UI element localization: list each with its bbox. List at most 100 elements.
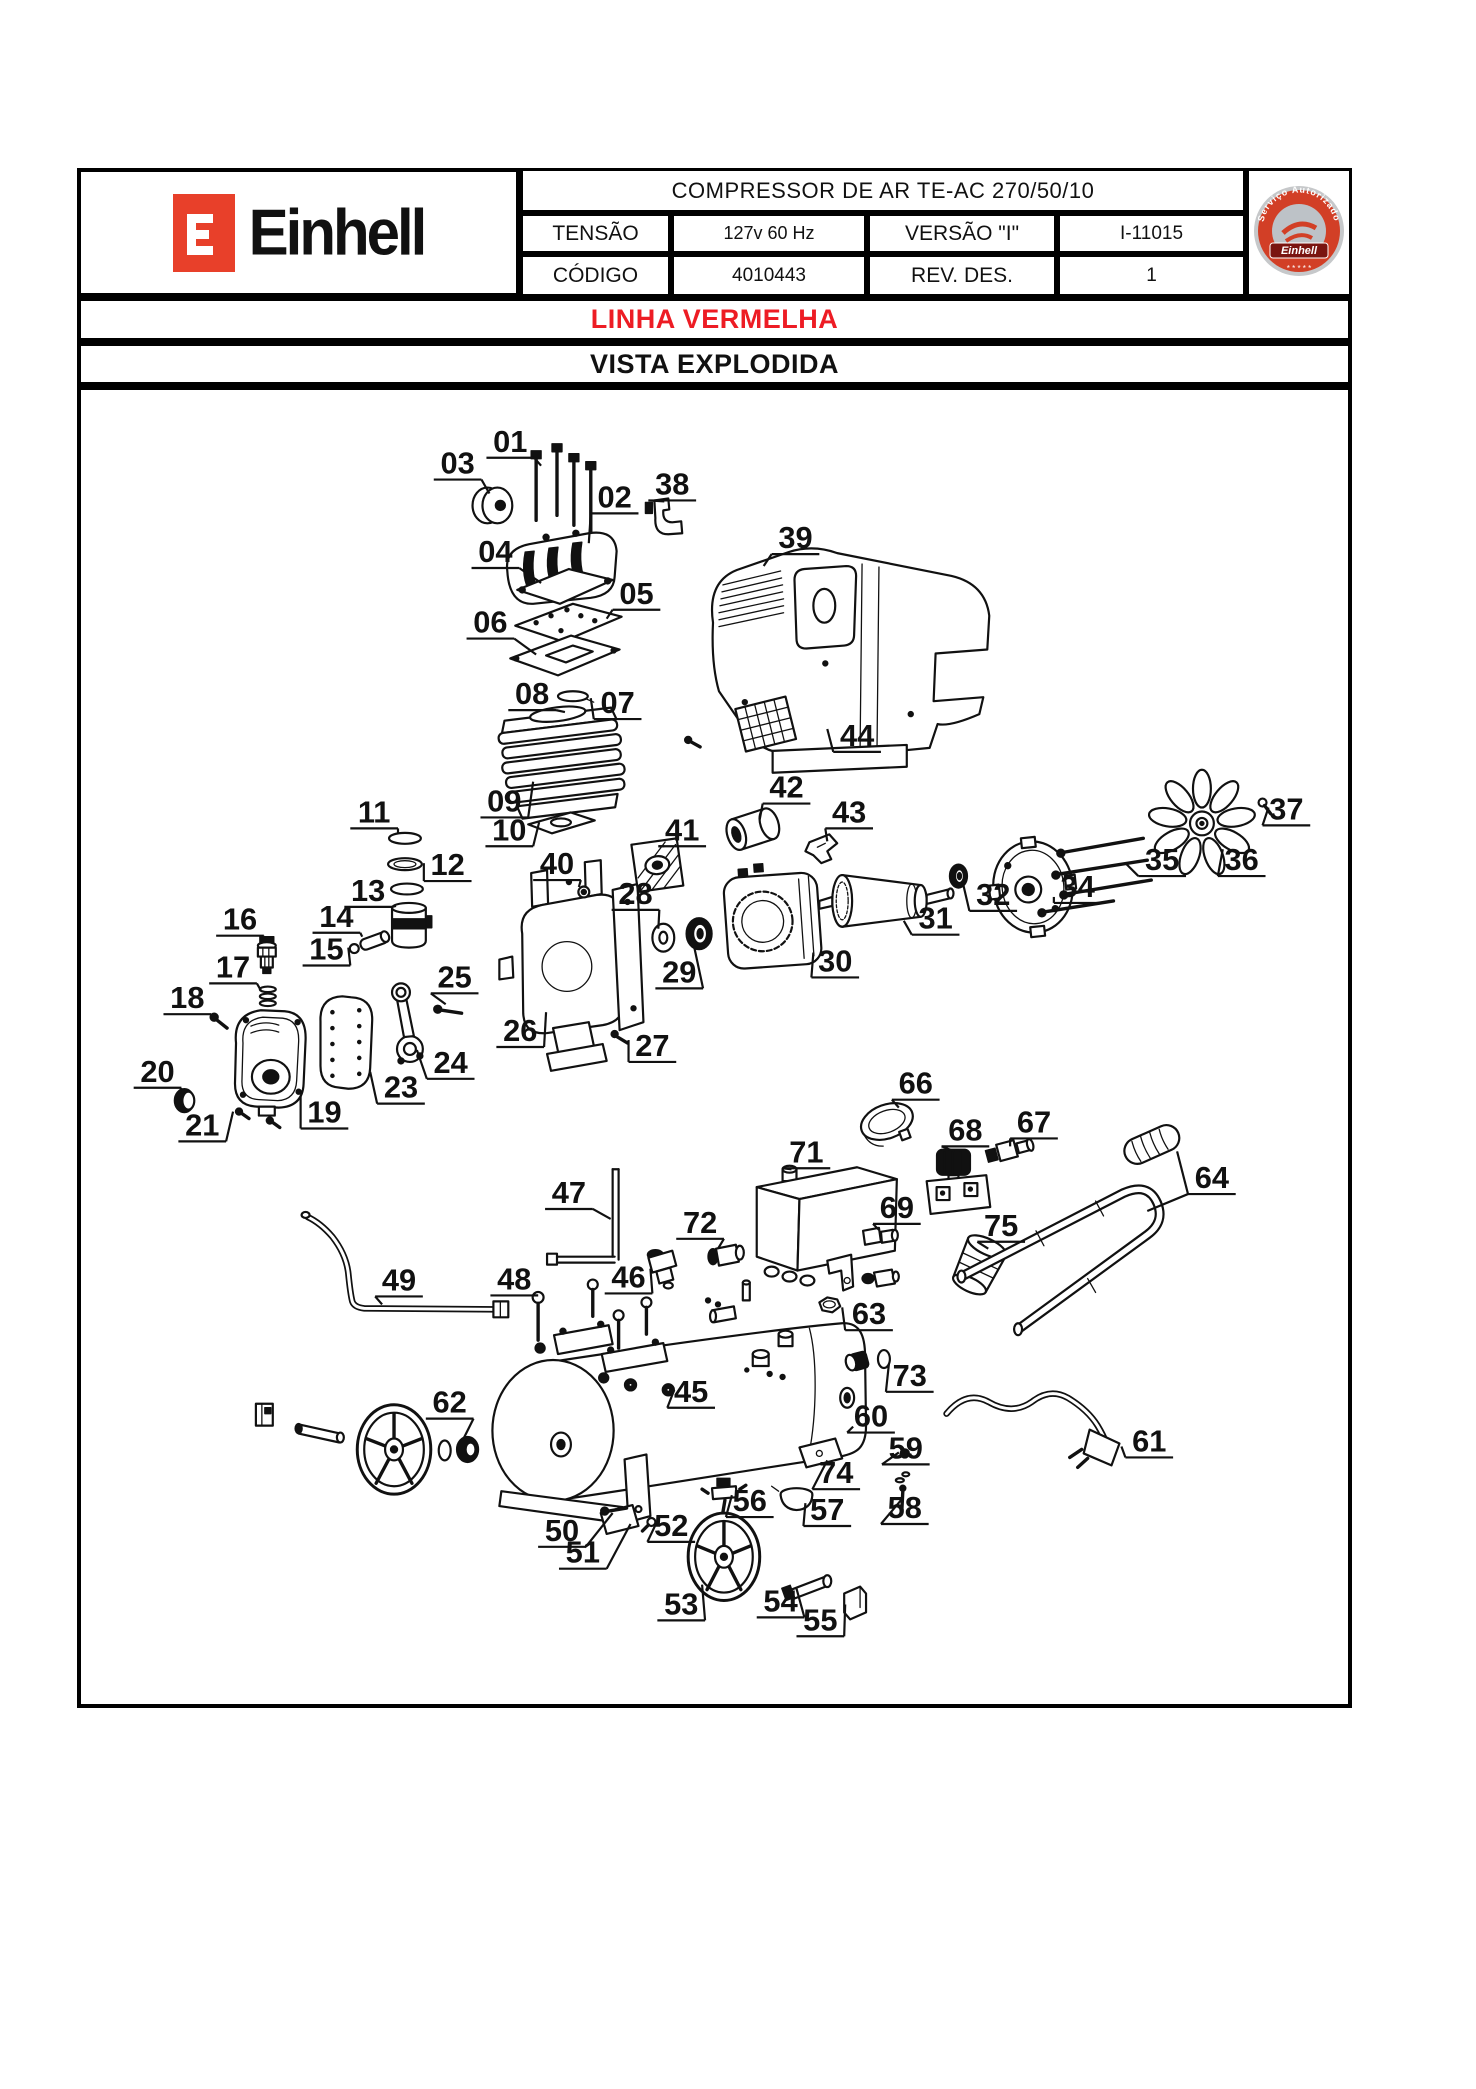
- part-label-44: 44: [840, 718, 874, 753]
- part-base-gasket: [527, 811, 596, 835]
- part-label-69: 69: [880, 1190, 914, 1225]
- part-label-10: 10: [492, 812, 526, 847]
- part-bowl: [770, 1485, 814, 1512]
- part-label-55: 55: [803, 1602, 837, 1637]
- part-label-50: 50: [545, 1513, 579, 1548]
- part-case-screw: [610, 1029, 630, 1045]
- part-label-47: 47: [552, 1175, 586, 1210]
- part-label-42: 42: [769, 770, 803, 805]
- part-filter-cap: [471, 486, 514, 525]
- part-rod-bolt: [433, 1004, 464, 1015]
- part-label-07: 07: [600, 685, 634, 720]
- part-label-73: 73: [893, 1358, 927, 1393]
- part-crankcase: [498, 859, 645, 1072]
- part-label-01: 01: [493, 424, 527, 459]
- part-cylinder: [497, 705, 626, 820]
- codigo-value: 4010443: [671, 254, 867, 297]
- part-label-21: 21: [185, 1107, 219, 1142]
- part-regulator: [925, 1148, 992, 1216]
- part-label-62: 62: [433, 1385, 467, 1420]
- vista-banner: VISTA EXPLODIDA: [77, 342, 1352, 386]
- part-label-61: 61: [1132, 1423, 1166, 1458]
- part-pressure-switch: [755, 1164, 898, 1292]
- part-label-60: 60: [854, 1399, 888, 1434]
- part-crankcase-cover: [233, 1009, 307, 1117]
- part-label-20: 20: [140, 1054, 174, 1089]
- einhell-logo-icon: [172, 193, 235, 272]
- part-mount-plates: [552, 1278, 669, 1374]
- part-label-30: 30: [818, 943, 852, 978]
- part-through-bolts: [1037, 836, 1153, 918]
- part-label-09: 09: [487, 783, 521, 818]
- part-axle-bolt: [781, 1574, 833, 1602]
- part-spacer-block: [843, 1585, 868, 1621]
- part-label-43: 43: [832, 794, 866, 829]
- part-label-48: 48: [497, 1261, 531, 1296]
- part-label-27: 27: [635, 1028, 669, 1063]
- part-oil-cap: [173, 1088, 196, 1114]
- part-fitting-67: [984, 1138, 1035, 1163]
- part-label-31: 31: [918, 901, 952, 936]
- part-label-68: 68: [948, 1112, 982, 1147]
- part-label-06: 06: [473, 605, 507, 640]
- svg-text:Einhell: Einhell: [1281, 245, 1318, 257]
- part-pipe-49: [300, 1210, 510, 1319]
- part-bearing-32: [948, 863, 969, 889]
- part-label-39: 39: [778, 520, 812, 555]
- linha-banner: LINHA VERMELHA: [77, 297, 1352, 342]
- part-fitting-72: [707, 1243, 745, 1267]
- part-label-32: 32: [976, 877, 1010, 912]
- part-label-14: 14: [319, 899, 353, 934]
- part-label-23: 23: [384, 1070, 418, 1105]
- part-piston-pin: [359, 930, 391, 951]
- service-seal-icon: Serviço Autorizado Einhell * * * * *: [1254, 184, 1344, 276]
- part-grille: [734, 695, 798, 753]
- codigo-label: CÓDIGO: [520, 254, 671, 297]
- part-label-13: 13: [351, 873, 385, 908]
- part-tank-foot: [798, 1437, 844, 1469]
- part-axle-block: [254, 1402, 345, 1444]
- part-tank: [491, 1279, 868, 1503]
- part-breather-valve: [256, 936, 277, 975]
- part-label-64: 64: [1195, 1160, 1229, 1195]
- svg-text:* * * * *: * * * * *: [1287, 264, 1311, 273]
- part-label-45: 45: [674, 1374, 708, 1409]
- tensao-value: 127v 60 Hz: [671, 213, 867, 254]
- part-labels: 0102030405060708091011121314151617181920…: [133, 424, 1311, 1638]
- part-label-57: 57: [810, 1492, 844, 1527]
- part-plug-73: [844, 1348, 891, 1372]
- part-label-74: 74: [819, 1455, 853, 1490]
- part-label-19: 19: [307, 1095, 341, 1130]
- part-screw-18: [209, 1012, 229, 1030]
- part-label-36: 36: [1225, 842, 1259, 877]
- part-label-26: 26: [503, 1013, 537, 1048]
- part-label-41: 41: [665, 812, 699, 847]
- part-unloader-tube: [545, 1168, 620, 1266]
- part-left-wheel: [355, 1403, 433, 1496]
- part-check-valve: [646, 1249, 678, 1290]
- part-label-05: 05: [619, 576, 653, 611]
- part-label-75: 75: [984, 1208, 1018, 1243]
- rev-des-label: REV. DES.: [867, 254, 1057, 297]
- part-valve-plate: [514, 602, 623, 643]
- part-label-16: 16: [223, 902, 257, 937]
- part-fan: [1147, 768, 1256, 876]
- part-label-28: 28: [618, 876, 652, 911]
- part-connecting-rod: [390, 982, 424, 1065]
- part-label-29: 29: [662, 954, 696, 989]
- part-label-12: 12: [431, 847, 465, 882]
- parts-drawing: [173, 443, 1273, 1621]
- part-hex-plug: [818, 1296, 842, 1314]
- part-label-49: 49: [382, 1262, 416, 1297]
- part-label-24: 24: [434, 1045, 468, 1080]
- part-label-52: 52: [654, 1508, 688, 1543]
- part-washer-28: [651, 922, 676, 953]
- part-label-63: 63: [852, 1296, 886, 1331]
- part-label-15: 15: [309, 932, 343, 967]
- authorized-service-badge: Serviço Autorizado Einhell * * * * *: [1246, 168, 1352, 297]
- part-filter-element: [630, 837, 685, 894]
- part-nuts-45: [598, 1372, 675, 1397]
- part-label-67: 67: [1017, 1104, 1051, 1139]
- part-cylinder-gasket: [509, 634, 621, 677]
